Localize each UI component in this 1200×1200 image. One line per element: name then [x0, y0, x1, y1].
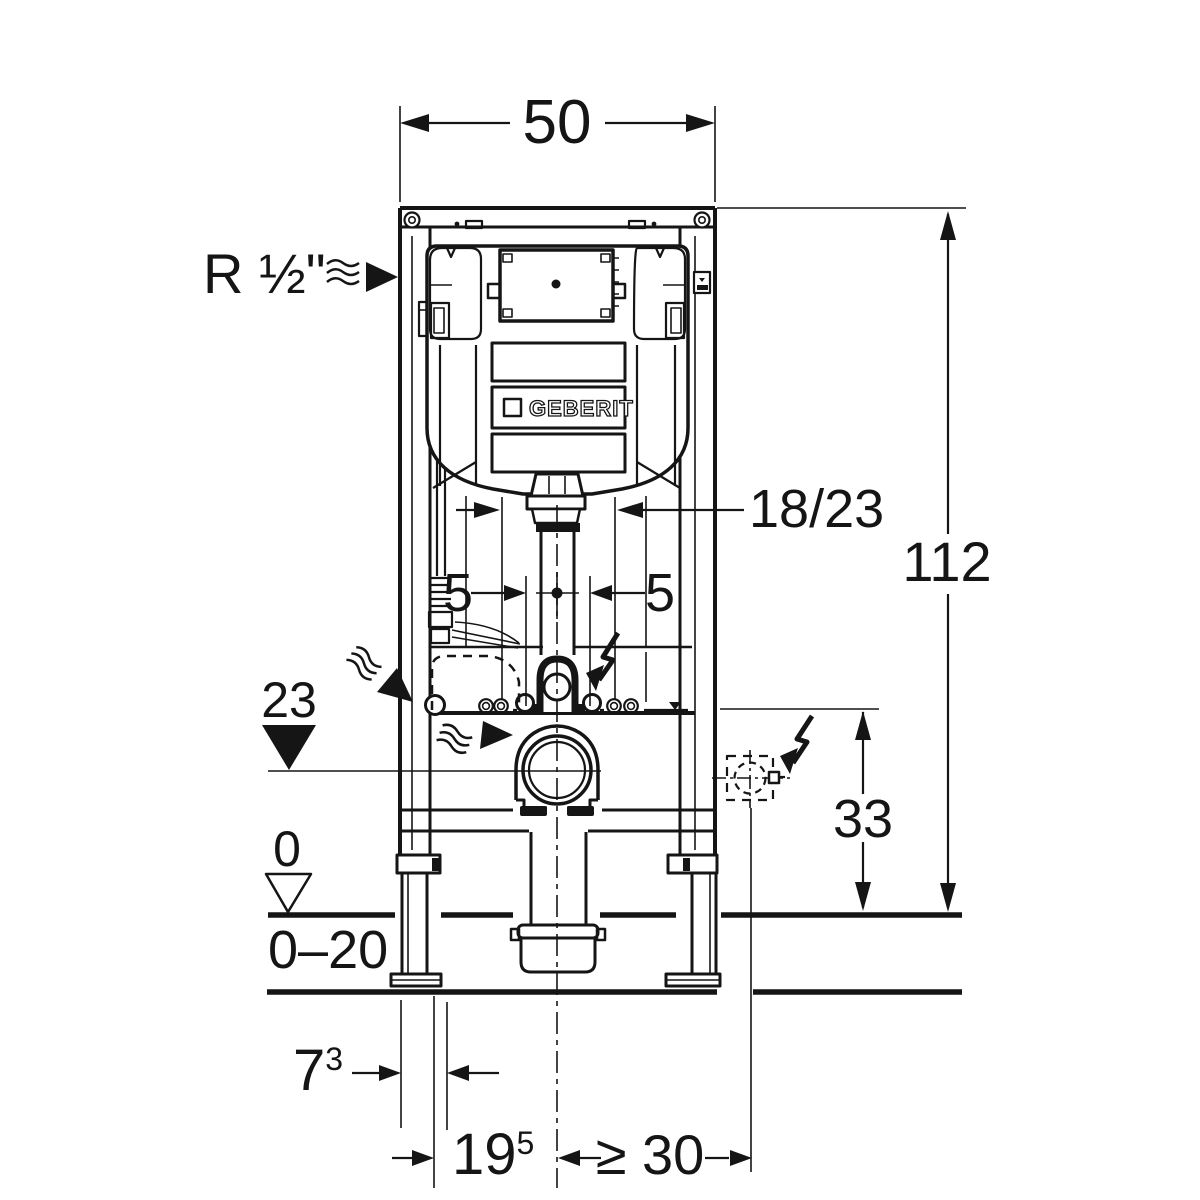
- lightning-icon: [780, 714, 815, 774]
- outlet-socket: [516, 923, 600, 940]
- dim-label-height: 112: [902, 530, 991, 593]
- dim-label-front: 195: [452, 1122, 534, 1187]
- brand-text: GEBERIT: [529, 396, 634, 421]
- dim-label-width: 50: [523, 88, 592, 157]
- dim-box-33: 33: [720, 708, 893, 911]
- dim-label-33: 33: [833, 789, 893, 849]
- center-dot: [551, 279, 561, 289]
- dim-label-side-min: ≥ 30: [596, 1123, 705, 1186]
- dim-front-19: 195: [392, 1122, 534, 1187]
- dim-label-floor-range: 0–20: [268, 920, 388, 980]
- concealed-cistern: GEBERIT: [425, 244, 690, 496]
- rail-tab: [627, 219, 647, 230]
- geberit-logo: GEBERIT: [502, 395, 634, 422]
- threaded-rod: [515, 693, 535, 713]
- supply-elbow: [424, 694, 446, 716]
- flush-bend: [525, 472, 587, 713]
- level-marker-23: 23: [261, 672, 601, 772]
- dim-label-depth: 73: [293, 1038, 343, 1103]
- water-flow-arrow-icon: [346, 645, 413, 702]
- wc-pan-outline: [430, 654, 521, 710]
- left-foot: [389, 853, 443, 988]
- bolt-hole-icon: [403, 211, 711, 229]
- dim-height-112: 112: [717, 207, 992, 912]
- dim-width-50: 50: [399, 88, 716, 202]
- right-foot: [664, 853, 722, 988]
- dim-label-flush: 18/23: [749, 479, 884, 539]
- dim-label-supply: R ½": [203, 242, 326, 305]
- threaded-rod: [582, 693, 602, 713]
- connector-icon: [767, 770, 781, 785]
- rail-tab: [464, 219, 484, 230]
- dim-label-0: 0: [273, 821, 301, 877]
- dim-label-five-left: 5: [443, 563, 473, 623]
- electrical-connection: [712, 714, 815, 1172]
- dimensions: 50 R ½" 112 18/23 5: [203, 88, 992, 1188]
- level-marker-0: 0: [264, 821, 313, 914]
- dim-label-23: 23: [261, 672, 317, 728]
- mini-label-icon: [692, 270, 712, 295]
- dim-side-min-30: ≥ 30: [558, 1123, 752, 1186]
- dim-depth-7: 73: [293, 996, 499, 1188]
- water-flow-arrow-icon: [326, 259, 398, 292]
- fixing-row: [424, 496, 688, 716]
- outlet-pipe: [509, 832, 607, 974]
- dim-offsets-5: 5 5: [443, 563, 675, 706]
- drain-bend: [514, 724, 600, 816]
- flush-plate-window: [486, 248, 627, 323]
- dim-label-five-right: 5: [645, 563, 675, 623]
- water-level-icon: [644, 702, 688, 712]
- dim-flush-pipe: 18/23: [456, 479, 884, 700]
- water-flow-arrow-icon: [436, 721, 513, 755]
